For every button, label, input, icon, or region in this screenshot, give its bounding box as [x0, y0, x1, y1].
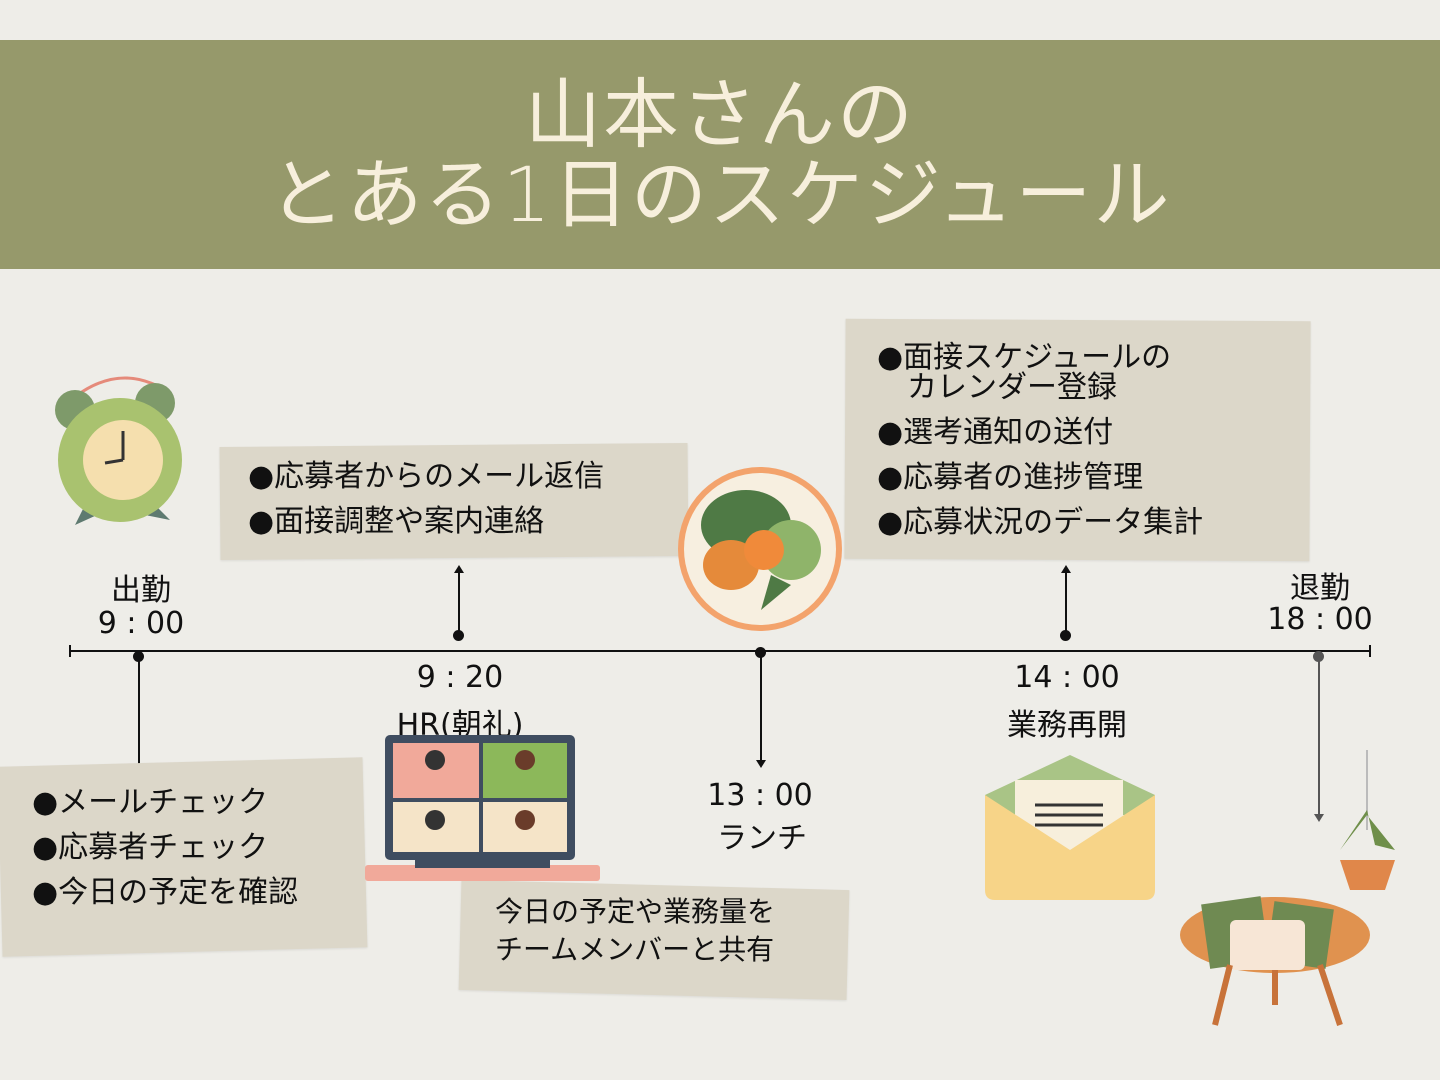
connector-arrow [760, 652, 762, 764]
task-item: ●応募者チェック [32, 830, 269, 865]
event-time: 13 : 00 [707, 778, 813, 813]
envelope-icon [985, 755, 1155, 900]
connector-arrow [1318, 655, 1320, 817]
alarm-clock-icon [55, 376, 182, 525]
laptop-video-call-icon [365, 735, 600, 881]
event-dot [453, 630, 464, 641]
salad-plate-icon [678, 467, 842, 631]
title-line-1: 山本さんの [525, 69, 915, 159]
timeline-end-tick [1369, 645, 1371, 657]
task-item: ●今日の予定を確認 [32, 875, 299, 910]
event-time: 9 : 20 [416, 660, 504, 695]
event-time: 14 : 00 [1014, 660, 1120, 695]
task-item: ●応募者の進捗管理 [877, 460, 1144, 495]
task-item: カレンダー登録 [877, 370, 1117, 405]
task-item: ●面接スケジュールの [877, 340, 1172, 375]
event-dot [1060, 630, 1071, 641]
note-text: 今日の予定や業務量を [495, 895, 776, 928]
event-time: 9 : 00 [97, 606, 185, 641]
event-label: ランチ [717, 821, 807, 856]
note-text: チームメンバーと共有 [495, 933, 775, 966]
event-time: 18 : 00 [1267, 602, 1373, 637]
connector-arrow [1065, 570, 1067, 634]
connector-arrow [458, 570, 460, 634]
task-item: ●選考通知の送付 [877, 415, 1114, 450]
task-item: ●応募者からのメール返信 [248, 459, 605, 494]
event-label: 退勤 [1290, 571, 1350, 606]
task-item: ●面接調整や案内連絡 [248, 504, 545, 539]
connector-arrow [138, 655, 140, 765]
title-line-2: とある1日のスケジュール [268, 149, 1172, 239]
timeline-axis [70, 650, 1370, 652]
title-banner: 山本さんの とある1日のスケジュール [0, 40, 1440, 269]
event-label: 出勤 [111, 573, 171, 608]
timeline-end-tick [69, 645, 71, 657]
chair-and-plant-icon [1180, 750, 1395, 1026]
task-item: ●応募状況のデータ集計 [877, 505, 1204, 540]
event-label: 業務再開 [1007, 708, 1127, 743]
task-item: ●メールチェック [32, 785, 269, 820]
